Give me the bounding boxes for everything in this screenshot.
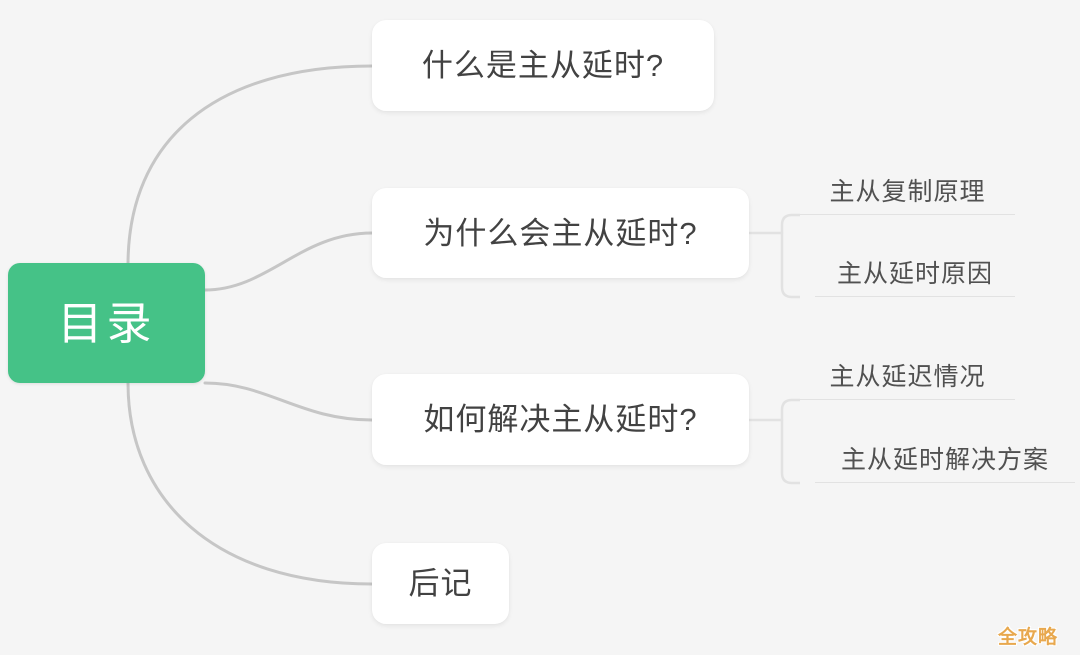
branch-node-0[interactable]: 什么是主从延时?: [372, 20, 714, 111]
sub-node-2-0[interactable]: 主从延迟情况: [800, 359, 1015, 400]
branch-node-label: 如何解决主从延时?: [423, 402, 698, 437]
sub-node-label: 主从延时原因: [836, 260, 993, 288]
sub-node-1-1[interactable]: 主从延时原因: [815, 254, 1015, 297]
connector-branch-1-bracket: [780, 213, 800, 299]
root-node-label: 目录: [57, 297, 156, 349]
sub-node-2-1[interactable]: 主从延时解决方案: [815, 440, 1075, 483]
branch-node-2[interactable]: 如何解决主从延时?: [372, 374, 749, 465]
branch-node-label: 后记: [408, 566, 473, 601]
root-node[interactable]: 目录: [8, 263, 205, 383]
branch-node-1[interactable]: 为什么会主从延时?: [372, 188, 749, 278]
sub-node-label: 主从延时解决方案: [840, 446, 1049, 474]
branch-node-label: 什么是主从延时?: [421, 48, 665, 83]
connector-root-to-branch-1: [203, 231, 374, 292]
branch-node-3[interactable]: 后记: [372, 543, 509, 624]
connector-root-to-branch-0: [126, 64, 374, 267]
branch-node-label: 为什么会主从延时?: [423, 215, 698, 251]
sub-node-label: 主从复制原理: [829, 178, 986, 206]
sub-node-label: 主从延迟情况: [829, 363, 986, 391]
sub-node-1-0[interactable]: 主从复制原理: [800, 174, 1015, 215]
watermark: 全攻略: [998, 627, 1059, 648]
connector-root-to-branch-3: [126, 381, 374, 586]
connector-root-to-branch-2: [203, 381, 374, 422]
connector-branch-2-bracket: [780, 398, 800, 485]
